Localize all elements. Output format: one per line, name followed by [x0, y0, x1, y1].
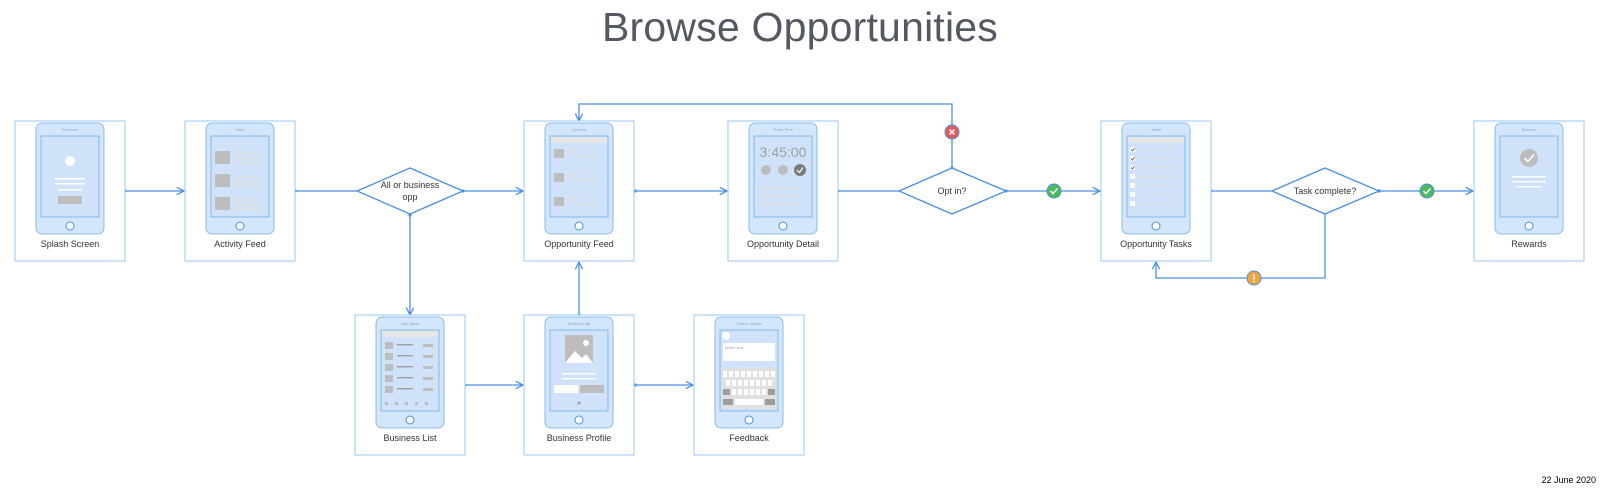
screen-header: Content — [572, 127, 587, 132]
decision-opt-in-label: Opt in? — [937, 186, 966, 196]
check-icon — [796, 167, 804, 174]
screen-header: Feed — [235, 127, 244, 132]
screen-label: Opportunity Detail — [747, 239, 819, 249]
screen-label: Business Profile — [547, 433, 612, 443]
screen-opportunity-feed[interactable]: Content Opportunity Feed — [523, 120, 635, 262]
decision-all-or-business: All or business opp — [355, 167, 465, 215]
date-label: 22 June 2020 — [1541, 475, 1596, 485]
avatar-icon — [722, 332, 730, 340]
screen-splash[interactable]: Welcome Splash Screen — [14, 120, 126, 262]
decision-task-complete-label: Task complete? — [1294, 186, 1357, 196]
decision-task-complete: Task complete? — [1270, 167, 1381, 215]
screen-label: Activity Feed — [214, 239, 266, 249]
screen-label: Splash Screen — [41, 239, 100, 249]
screen-activity-feed[interactable]: Feed Activity Feed — [184, 120, 296, 262]
feedback-input-placeholder: Write here... — [725, 345, 747, 350]
avatar-icon — [65, 156, 75, 166]
success-icon — [1520, 149, 1538, 167]
close-icon — [948, 128, 956, 136]
warning-badge-task-complete — [1246, 270, 1262, 286]
screen-header: Status Update — [736, 321, 762, 326]
page-title: Browse Opportunities — [602, 4, 998, 50]
no-badge-opt-in — [944, 124, 960, 140]
screen-business-list[interactable]: App Store Business List — [354, 314, 466, 456]
screen-header: Welcome — [62, 127, 79, 132]
screen-header: Tasks — [1151, 127, 1161, 132]
screen-header: App Store — [401, 321, 420, 326]
decision-all-or-business-line2: opp — [402, 192, 417, 202]
screen-label: Opportunity Tasks — [1120, 239, 1192, 249]
timer-display: 3:45:00 — [760, 144, 807, 160]
screen-rewards[interactable]: Success Rewards — [1473, 120, 1585, 262]
screen-label: Opportunity Feed — [544, 239, 614, 249]
screen-opportunity-detail[interactable]: Timer Time 3:45:00 Opportunity Detail — [727, 120, 839, 262]
screen-feedback[interactable]: Status Update Write here... Feedback — [693, 314, 805, 456]
check-icon — [1422, 187, 1432, 195]
screen-business-profile[interactable]: Walkthrough Business Profile — [523, 314, 635, 456]
screen-opportunity-tasks[interactable]: Tasks Opportunity Tasks — [1100, 120, 1212, 262]
decision-opt-in: Opt in? — [897, 167, 1008, 215]
decision-all-or-business-line1: All or business — [381, 180, 440, 190]
screen-label: Business List — [383, 433, 437, 443]
screen-header: Timer Time — [773, 127, 794, 132]
screen-label: Feedback — [729, 433, 769, 443]
screen-label: Rewards — [1511, 239, 1547, 249]
yes-badge-opt-in — [1046, 183, 1062, 199]
yes-badge-task-complete — [1419, 183, 1435, 199]
edge-task-complete-no — [1156, 213, 1326, 279]
check-icon — [1049, 187, 1059, 195]
screen-header: Walkthrough — [568, 321, 590, 326]
screen-header: Success — [1521, 127, 1536, 132]
